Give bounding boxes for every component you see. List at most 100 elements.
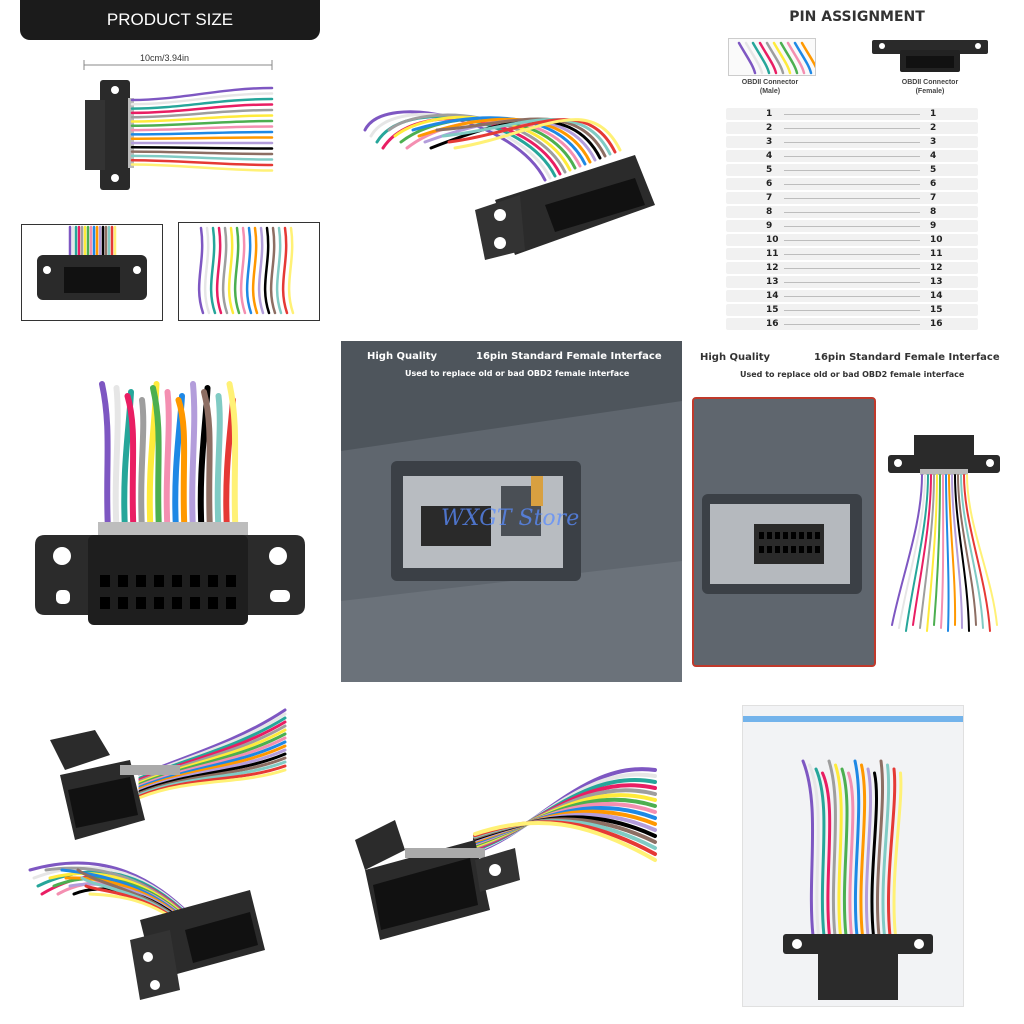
pin-socket bbox=[154, 597, 164, 609]
wire bbox=[130, 136, 274, 140]
wire bbox=[441, 118, 612, 156]
pin-number-female: 8 bbox=[930, 207, 937, 217]
pin-number-male: 16 bbox=[766, 319, 779, 329]
wire bbox=[130, 119, 274, 128]
pin-socket bbox=[190, 597, 200, 609]
wire bbox=[269, 226, 277, 315]
pin-socket bbox=[226, 575, 236, 587]
install-photo-1: High Quality 16pin Standard Female Inter… bbox=[341, 341, 682, 682]
pin-number-male: 12 bbox=[766, 263, 779, 273]
pin-socket bbox=[799, 532, 804, 539]
pin-socket bbox=[154, 575, 164, 587]
wire bbox=[891, 474, 923, 626]
female-connector-label: OBDII Connector (Female) bbox=[901, 79, 959, 95]
wire bbox=[881, 763, 891, 938]
wire bbox=[957, 474, 977, 626]
product-size-title-bar: PRODUCT SIZE bbox=[20, 0, 320, 40]
pin-socket bbox=[775, 546, 780, 553]
pin-number-female: 3 bbox=[930, 137, 937, 147]
pin-socket bbox=[783, 546, 788, 553]
wire bbox=[130, 150, 274, 156]
dimension-line bbox=[83, 60, 273, 190]
pin-socket bbox=[807, 546, 812, 553]
pin-number-male: 5 bbox=[766, 165, 773, 175]
pin-socket bbox=[807, 532, 812, 539]
wire bbox=[124, 393, 137, 533]
pin-number-male: 1 bbox=[766, 109, 773, 119]
wire bbox=[257, 226, 265, 315]
wire bbox=[765, 41, 785, 75]
wire bbox=[239, 226, 247, 315]
wire bbox=[130, 114, 274, 123]
pin-socket bbox=[815, 546, 820, 553]
pin-number-male: 14 bbox=[766, 291, 779, 301]
wire bbox=[287, 226, 295, 315]
pin-socket bbox=[172, 575, 182, 587]
pin-number-female: 5 bbox=[930, 165, 937, 175]
wire bbox=[926, 474, 938, 632]
pin-link-line bbox=[784, 240, 920, 241]
wire bbox=[853, 759, 861, 938]
pin-number-male: 7 bbox=[766, 193, 773, 203]
wire-ends-thumb bbox=[178, 222, 320, 321]
pin-number-male: 10 bbox=[766, 235, 779, 245]
dimension-label: 10cm/3.94in bbox=[140, 53, 190, 63]
wire bbox=[112, 385, 121, 533]
pin-link-line bbox=[784, 226, 920, 227]
wire bbox=[281, 226, 289, 315]
wire bbox=[138, 728, 287, 784]
wire bbox=[898, 474, 926, 629]
male-connector-image bbox=[728, 38, 816, 76]
install-2-subheading: Used to replace old or bad OBD2 female i… bbox=[740, 370, 965, 379]
pin-row: 11 11 bbox=[726, 248, 978, 260]
wire bbox=[948, 474, 957, 626]
pin-link-line bbox=[784, 128, 920, 129]
wire bbox=[919, 474, 935, 629]
pin-socket bbox=[118, 575, 128, 587]
wire bbox=[130, 158, 274, 167]
wire bbox=[473, 820, 657, 862]
wire bbox=[209, 226, 217, 315]
wire bbox=[772, 41, 792, 75]
pin-number-female: 11 bbox=[930, 249, 943, 259]
install-2-heading-left: High Quality bbox=[700, 352, 771, 363]
wire bbox=[814, 767, 826, 938]
install-inset-photo bbox=[692, 397, 876, 667]
wire bbox=[801, 759, 815, 938]
wire bbox=[847, 771, 855, 938]
wire bbox=[163, 389, 172, 533]
pin-link-line bbox=[784, 324, 920, 325]
connector-front-photo bbox=[20, 370, 320, 650]
pin-number-male: 15 bbox=[766, 305, 779, 315]
pin-socket bbox=[791, 532, 796, 539]
wire bbox=[130, 86, 274, 102]
pin-link-line bbox=[784, 142, 920, 143]
pin-socket bbox=[118, 597, 128, 609]
wire bbox=[130, 103, 274, 115]
pin-link-line bbox=[784, 198, 920, 199]
pin-number-male: 9 bbox=[766, 221, 773, 231]
pin-socket bbox=[767, 532, 772, 539]
wire bbox=[933, 474, 941, 626]
wire bbox=[275, 226, 283, 315]
pin-socket bbox=[100, 597, 110, 609]
pin-number-male: 11 bbox=[766, 249, 779, 259]
wire bbox=[130, 97, 274, 110]
wire bbox=[130, 154, 274, 161]
watermark: WXGT Store bbox=[441, 506, 580, 531]
wire bbox=[737, 41, 757, 75]
wire bbox=[905, 474, 929, 632]
wire bbox=[138, 732, 287, 786]
pin-number-female: 13 bbox=[930, 277, 943, 287]
pin-link-line bbox=[784, 212, 920, 213]
pin-socket bbox=[190, 575, 200, 587]
pin-number-male: 2 bbox=[766, 123, 773, 133]
